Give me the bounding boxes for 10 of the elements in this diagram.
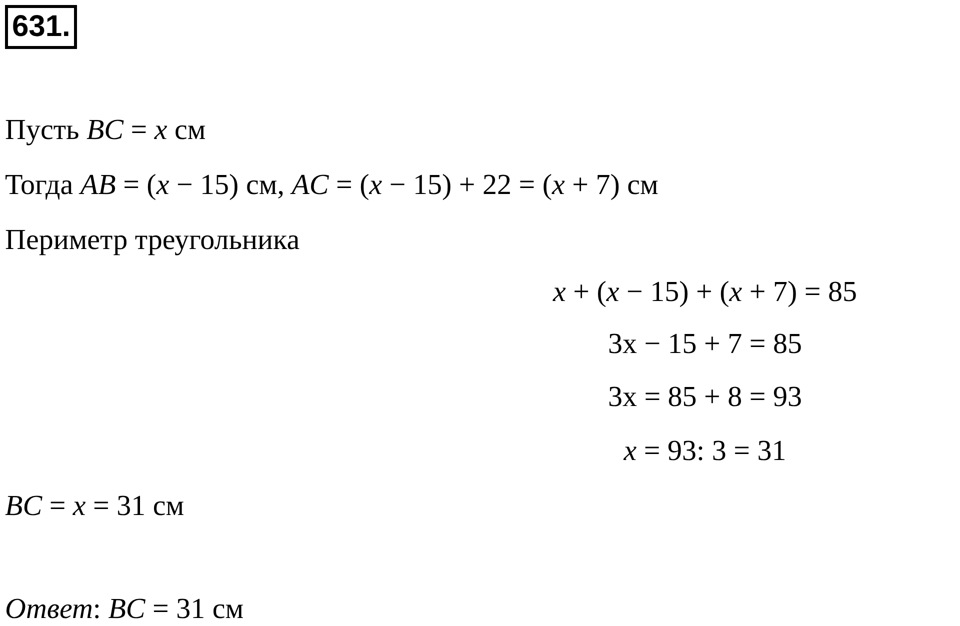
equation: 3x − 15 + 7 = 85 [606,327,804,362]
equation: x + (x − 15) + (x + 7) = 85 [552,275,858,310]
text-line: Тогда AB = (x − 15) см, AC = (x − 15) + 22 = (x + 7) см [5,168,658,203]
text-line: Ответ: BC = 31 см [5,592,244,626]
text-line: Периметр треугольника [5,223,300,258]
equation: 3x = 85 + 8 = 93 [606,380,804,415]
problem-number: 631. [5,5,78,49]
text-line: BC = x = 31 см [5,489,184,524]
equation: x = 93: 3 = 31 [622,434,788,469]
text-line: Пусть BC = x см [5,113,206,148]
